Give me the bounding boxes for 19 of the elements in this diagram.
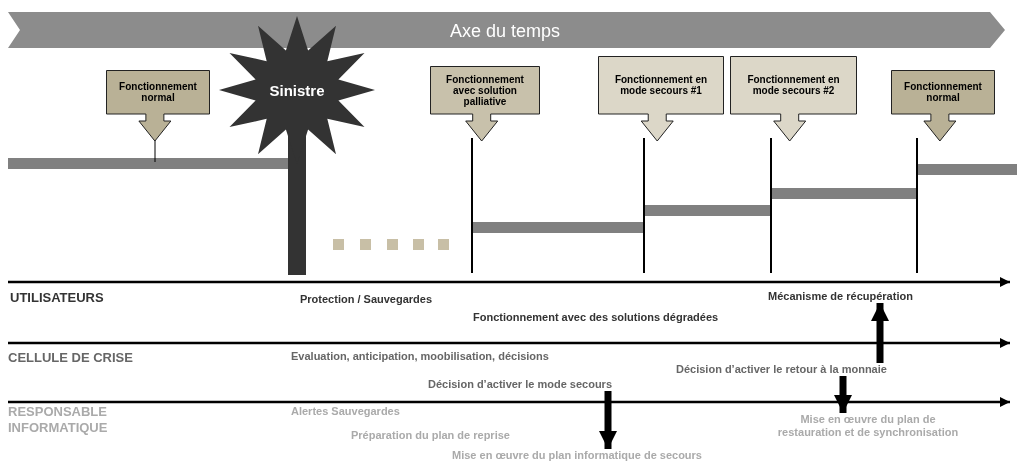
lane-text: Evaluation, anticipation, moobilisation, décisions [291, 349, 549, 363]
lane-text: Mécanisme de récupération [768, 290, 913, 303]
lane-text: Protection / Sauvegardes [300, 292, 433, 306]
lane-text: Décision d’activer le mode secours [428, 378, 613, 391]
lane-text: Mise en œuvre du plan informatique de secours [452, 449, 702, 462]
callout-box: Fonctionnement normal [106, 70, 210, 142]
lane-text: Mise en œuvre du plan de restauration et de synchronisation [768, 413, 968, 439]
lane-text: Alertes Sauvegardes [291, 404, 400, 418]
axis-title: Axe du temps [448, 21, 562, 42]
callout-box: Fonctionnement en mode secours #2 [730, 56, 857, 142]
callout-box: Fonctionnement en mode secours #1 [598, 56, 724, 142]
lane-title: UTILISATEURS [10, 290, 104, 306]
lane-title: CELLULE DE CRISE [8, 350, 133, 366]
lane-text: Fonctionnement avec des solutions dégradées [473, 310, 719, 324]
lane-text: Décision d’activer le retour à la monnaie [676, 363, 887, 376]
lane-title: RESPONSABLE INFORMATIQUE [8, 404, 109, 436]
callout-box: Fonctionnement normal [891, 70, 995, 142]
callout-box: Fonctionnement avec solution palliative [430, 66, 540, 142]
lane-text: Préparation du plan de reprise [351, 428, 510, 442]
